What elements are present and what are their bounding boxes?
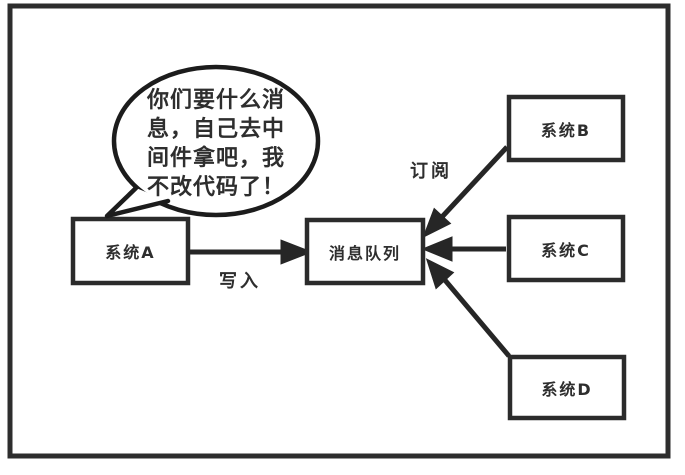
message-queue-box bbox=[304, 217, 426, 286]
speech-bubble-ellipse bbox=[111, 64, 321, 218]
arrow-systemc-head bbox=[421, 236, 453, 262]
system-a-box bbox=[70, 216, 191, 286]
speech-bubble-tail bbox=[104, 185, 171, 219]
system-c-label: 系统C bbox=[541, 240, 591, 260]
message-queue-label: 消息队列 bbox=[328, 243, 401, 263]
arrow-systemb-shaft bbox=[439, 145, 509, 220]
system-c-box bbox=[506, 214, 626, 283]
system-b-box bbox=[506, 94, 626, 163]
system-a-label: 系统A bbox=[105, 243, 156, 262]
arrow-systemd-head bbox=[425, 258, 455, 290]
arrow-systemd-shaft bbox=[442, 277, 511, 358]
arrow-write-head bbox=[280, 239, 313, 265]
system-b-label: 系统B bbox=[540, 120, 592, 140]
write-edge-label: 写入 bbox=[219, 271, 261, 292]
system-d-label: 系统D bbox=[541, 379, 593, 399]
subscribe-edge-label: 订阅 bbox=[410, 161, 452, 182]
speech-bubble-text: 你们要什么消 息，自己去中 间件拿吧，我 不改代码了！ bbox=[146, 88, 285, 200]
arrow-systemb-head bbox=[422, 207, 452, 239]
system-d-box bbox=[507, 354, 627, 421]
